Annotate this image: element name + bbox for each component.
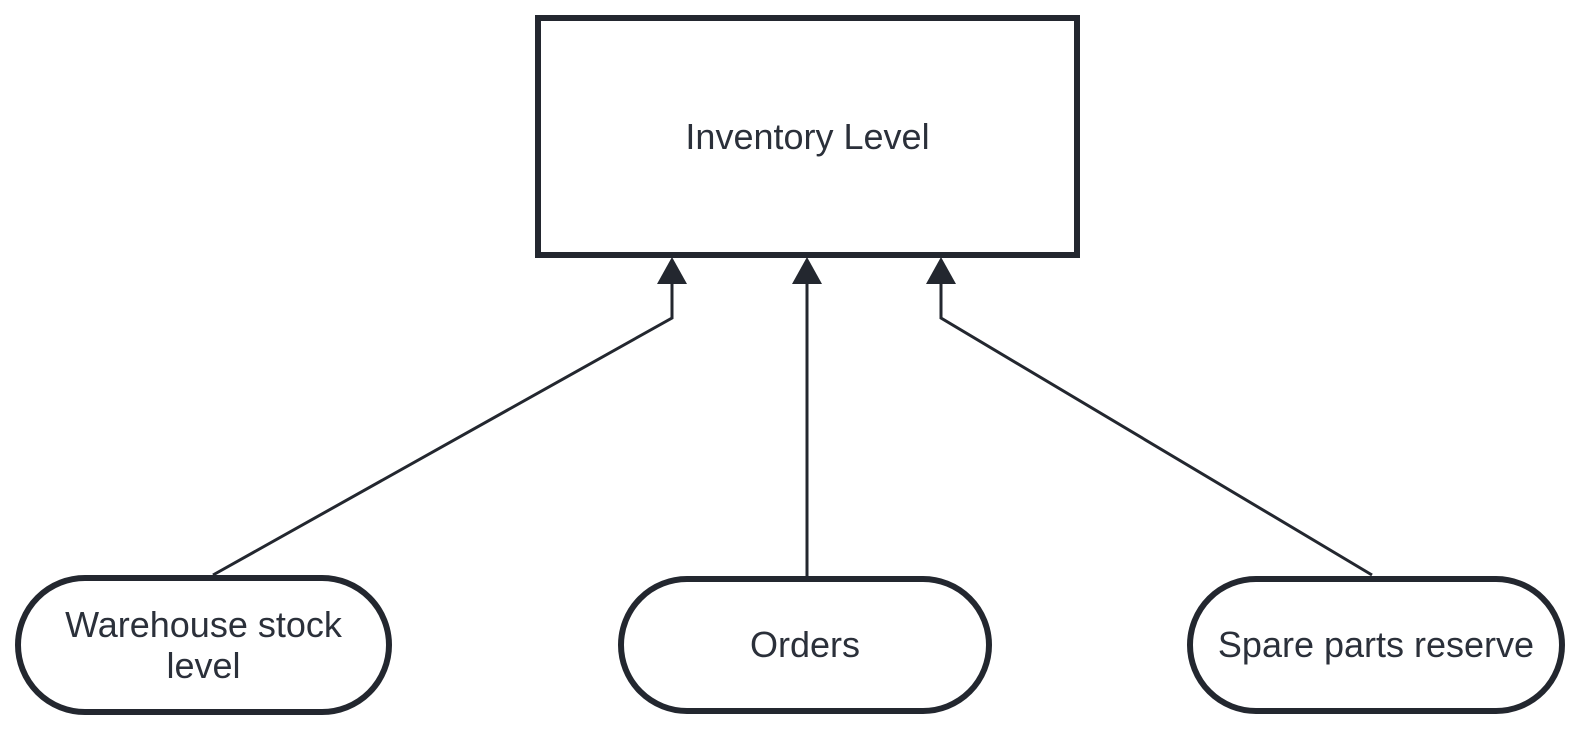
node-inventory-level[interactable]: Inventory Level	[535, 15, 1080, 258]
node-orders[interactable]: Orders	[618, 576, 992, 714]
node-label: Warehouse stock level	[65, 603, 342, 686]
edge-orders-to-inventory	[792, 257, 822, 576]
arrowhead-up	[926, 257, 956, 284]
node-warehouse-stock-level[interactable]: Warehouse stock level	[15, 575, 392, 715]
edge-spareparts-to-inventory	[926, 257, 1373, 577]
node-spare-parts-reserve[interactable]: Spare parts reserve	[1187, 576, 1565, 714]
node-label: Inventory Level	[685, 115, 930, 157]
node-label: Orders	[749, 624, 861, 666]
arrowhead-up	[657, 257, 687, 284]
edge-warehouse-to-inventory	[212, 257, 687, 577]
edge-line	[939, 283, 1373, 577]
node-label: Spare parts reserve	[1217, 624, 1535, 666]
edge-line	[212, 283, 674, 577]
arrowhead-up	[792, 257, 822, 284]
